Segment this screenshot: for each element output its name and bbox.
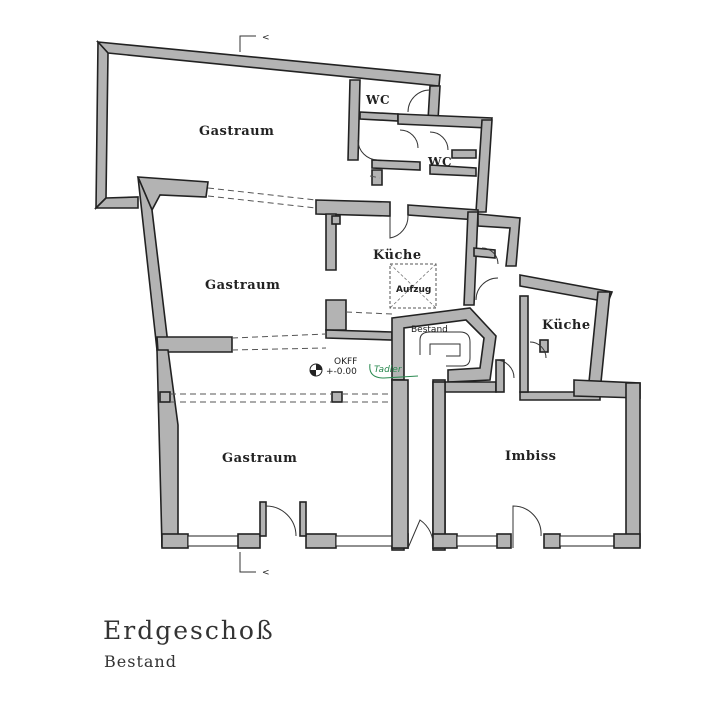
room-label-wc-right: WC <box>427 155 452 169</box>
walls-top-wing <box>94 39 493 213</box>
room-label-gastraum-top: Gastraum <box>199 124 274 139</box>
room-label-aufzug: Aufzug <box>396 285 431 295</box>
drawing-subtitle: Bestand <box>104 652 177 671</box>
section-arrow-bottom: < <box>262 568 270 578</box>
room-label-kueche-right: Küche <box>542 318 591 333</box>
section-marker-bottom: < <box>239 552 270 578</box>
walls-middle <box>136 176 614 393</box>
doors <box>265 89 547 549</box>
section-arrow-top: < <box>262 33 270 43</box>
walls-bottom-left <box>156 215 409 549</box>
elevator <box>389 263 437 309</box>
drawing-title: Erdgeschoß <box>103 616 275 645</box>
dashed-lines <box>170 175 393 403</box>
section-marker-top: < <box>239 33 270 52</box>
handwritten-note: Tadler <box>369 363 419 379</box>
room-label-gastraum-middle: Gastraum <box>205 278 280 293</box>
walls-right <box>432 295 641 549</box>
level-marker: OKFF +-0.00 <box>309 357 357 377</box>
okff-label: OKFF <box>334 357 357 367</box>
bestand-label: Bestand <box>411 325 448 335</box>
room-label-gastraum-bottom: Gastraum <box>222 451 297 466</box>
room-label-kueche-center: Küche <box>373 248 422 263</box>
room-label-wc-left: WC <box>365 93 390 107</box>
room-label-imbiss: Imbiss <box>505 449 557 464</box>
level-value: +-0.00 <box>326 367 357 377</box>
handwritten-text: Tadler <box>374 365 403 375</box>
